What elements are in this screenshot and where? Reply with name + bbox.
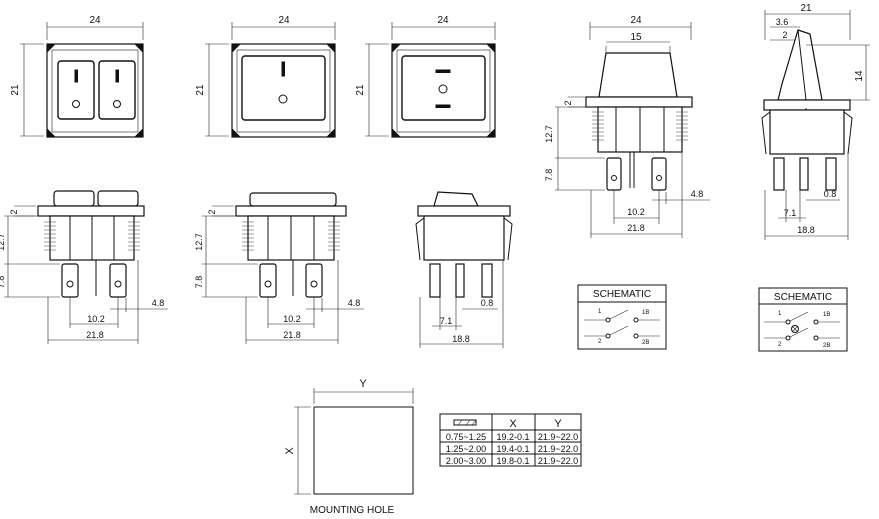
dim-inner: 15 [630,32,642,43]
dim-gap: 2 [9,209,19,214]
dim-span: 21.8 [86,330,104,340]
dim-width: 21 [800,3,812,14]
dim-span: 21.8 [283,330,301,340]
dim-pitch: 10.2 [283,314,301,324]
front-view-single-rocker: 24 21 [195,15,336,138]
dim-width: 24 [89,15,101,26]
dim-width: 24 [437,15,449,26]
front-view-double-rocker: 24 21 [10,15,144,138]
dim-pin-length: 7.8 [544,169,554,182]
table-cell: 19.2-0.1 [496,432,529,442]
table-cell: 21.9~22.0 [538,432,578,442]
table-cell: 0.75~1.25 [446,432,486,442]
dim-depth: 12.7 [544,125,554,143]
dim-height: 21 [10,84,21,96]
dim-side-depth: 18.8 [797,225,815,235]
side-view-single-rocker: 2 12.7 7.8 4.8 10.2 [194,192,364,344]
schematic-single-pole: SCHEMATIC 1 1B 2 2B [577,284,667,350]
table-header-x: X [509,418,517,430]
dim-pin-length: 7.8 [0,276,6,289]
dim-width: 24 [278,15,290,26]
dim-height: 21 [355,84,366,96]
terminal-1: 1 [598,309,602,315]
dim-width: 24 [630,15,642,26]
terminal-1: 1 [778,311,782,317]
dim-gap: 2 [207,209,217,214]
dim-depth: 12.7 [194,233,204,251]
dim-top-gap: 2 [782,30,787,40]
dim-pin-width: 4.8 [691,189,704,199]
dim-rocker-height: 14 [854,70,865,82]
profile-view-lower: 7.1 0.8 18.8 [415,191,513,348]
table-cell: 21.9~22.0 [538,456,578,466]
mounting-hole-diagram: Y X MOUNTING HOLE [284,378,414,516]
terminal-2: 2 [778,342,782,348]
dim-height: 21 [195,84,206,96]
side-view-double-rocker: 2 12.7 7.8 4.8 10.2 [0,190,168,344]
dim-gap: 2 [563,100,573,105]
dim-side-offset: 7.1 [440,316,453,326]
mounting-y-label: Y [359,378,367,390]
terminal-2b: 2B [642,340,649,346]
schematic-double-pole: SCHEMATIC 1 1B 2 2B [758,287,848,352]
table-cell: 2.00~3.00 [446,456,486,466]
dim-depth: 12.7 [0,233,6,251]
terminal-1b: 1B [642,310,649,316]
mounting-x-label: X [284,447,296,455]
table-header-y: Y [554,418,562,430]
front-view-lighted-rocker: 24 21 [355,15,496,138]
dim-side-offset: 7.1 [784,208,797,218]
panel-thickness-table: X Y 0.75~1.25 19.2-0.1 21.9~22.0 1.25~2.… [439,413,582,467]
dim-pin-width: 4.8 [152,298,165,308]
terminal-1b: 1B [823,312,830,318]
dim-pitch: 10.2 [87,314,105,324]
dim-side-depth: 18.8 [452,334,470,344]
table-cell: 1.25~2.00 [446,444,486,454]
side-view-terminals-top: 24 15 2 [544,15,710,238]
terminal-2b: 2B [823,343,830,349]
profile-view-rocker: 21 3.6 2 14 7.1 0.8 18.8 [761,3,870,240]
table-cell: 21.9~22.0 [538,444,578,454]
mounting-hole-caption: MOUNTING HOLE [310,505,395,516]
dim-span: 21.8 [627,223,645,233]
schematic-title: SCHEMATIC [774,292,832,303]
dim-pin-width: 4.8 [348,298,361,308]
table-cell: 19.4-0.1 [496,444,529,454]
dim-pitch: 10.2 [627,207,645,217]
table-cell: 19.8-0.1 [496,456,529,466]
dim-top-offset: 3.6 [776,17,789,27]
dim-pin-length: 7.8 [194,276,204,289]
dim-pin-thickness: 0.8 [824,189,837,199]
panel-thickness-icon [453,419,477,426]
terminal-2: 2 [598,339,602,345]
dim-pin-thickness: 0.8 [481,298,494,308]
schematic-title: SCHEMATIC [593,289,651,300]
